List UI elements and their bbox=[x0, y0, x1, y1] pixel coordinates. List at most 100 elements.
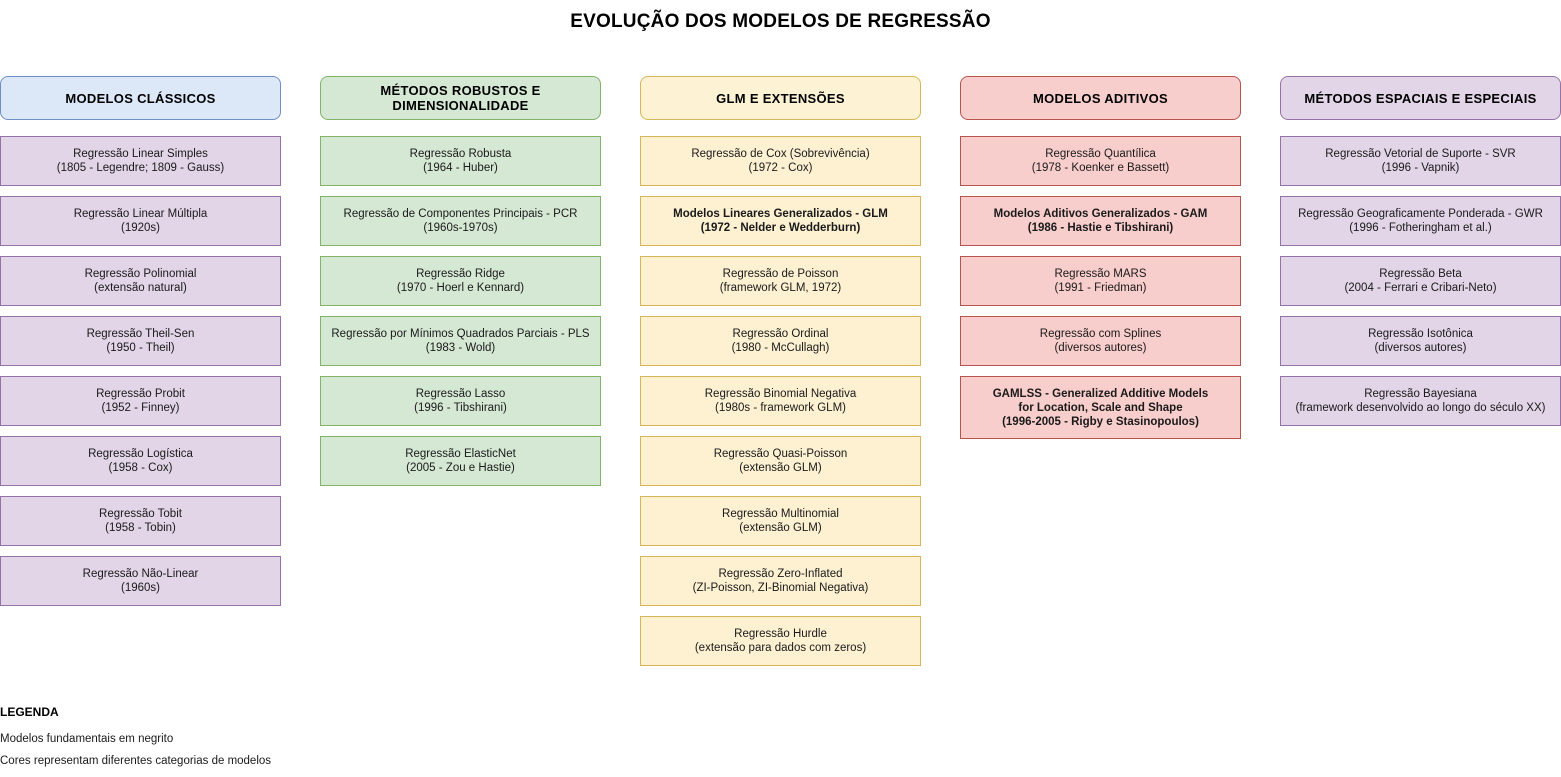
model-node-line: GAMLSS - Generalized Additive Models bbox=[992, 387, 1209, 400]
category-header[interactable]: MODELOS ADITIVOS bbox=[960, 76, 1241, 120]
category-header[interactable]: GLM E EXTENSÕES bbox=[640, 76, 921, 120]
model-node-line: (1996 - Tibshirani) bbox=[414, 402, 507, 414]
model-node-line: Regressão Isotônica bbox=[1368, 328, 1473, 340]
model-node-line: (1996-2005 - Rigby e Stasinopoulos) bbox=[1002, 415, 1199, 428]
model-node-line: Modelos Lineares Generalizados - GLM bbox=[673, 208, 888, 220]
model-node[interactable]: Regressão Quasi-Poisson(extensão GLM) bbox=[640, 436, 921, 486]
model-node[interactable]: Regressão Multinomial (extensão GLM) bbox=[640, 496, 921, 546]
model-node[interactable]: Regressão Beta(2004 - Ferrari e Cribari-… bbox=[1280, 256, 1561, 306]
model-node[interactable]: Regressão Probit(1952 - Finney) bbox=[0, 376, 281, 426]
model-node-line: (1970 - Hoerl e Kennard) bbox=[396, 282, 525, 294]
model-node-line: Regressão com Splines bbox=[1039, 328, 1162, 340]
model-node[interactable]: Regressão Theil-Sen (1950 - Theil) bbox=[0, 316, 281, 366]
model-node-line: (framework desenvolvido ao longo do sécu… bbox=[1295, 402, 1546, 414]
model-node-line: Regressão Linear Simples bbox=[73, 148, 208, 160]
model-node-line: Regressão Multinomial bbox=[722, 508, 839, 520]
model-node-line: Regressão Logística bbox=[88, 448, 193, 460]
model-node-line: (1958 - Tobin) bbox=[105, 522, 176, 534]
model-node-line: Regressão Tobit bbox=[99, 508, 182, 520]
model-node-line: (1986 - Hastie e Tibshirani) bbox=[1027, 222, 1174, 234]
page-title: EVOLUÇÃO DOS MODELOS DE REGRESSÃO bbox=[570, 11, 991, 32]
model-node-line: (1920s) bbox=[121, 222, 160, 234]
model-node-line: (1960s-1970s) bbox=[423, 222, 498, 234]
model-node-line: Regressão Zero-Inflated bbox=[718, 568, 843, 580]
model-node-line: Regressão Vetorial de Suporte - SVR bbox=[1325, 148, 1516, 160]
model-node[interactable]: Regressão Zero-Inflated(ZI-Poisson, ZI-B… bbox=[640, 556, 921, 606]
model-node[interactable]: Regressão Binomial Negativa(1980s - fram… bbox=[640, 376, 921, 426]
model-node[interactable]: Regressão Vetorial de Suporte - SVR(1996… bbox=[1280, 136, 1561, 186]
model-node[interactable]: Modelos Aditivos Generalizados - GAM (198… bbox=[960, 196, 1241, 246]
category-column-2: GLM E EXTENSÕES Regressão de Cox (Sobrevi… bbox=[640, 76, 921, 676]
model-node-line: (1983 - Wold) bbox=[425, 342, 496, 354]
model-node-line: Regressão Geograficamente Ponderada - GW… bbox=[1298, 208, 1543, 220]
legend-title: LEGENDA bbox=[0, 705, 59, 719]
model-node[interactable]: Regressão Tobit (1958 - Tobin) bbox=[0, 496, 281, 546]
model-node-line: (1980 - McCullagh) bbox=[731, 342, 830, 354]
model-node-line: (framework GLM, 1972) bbox=[719, 282, 842, 294]
model-node-line: (1964 - Huber) bbox=[423, 162, 498, 174]
legend-line-color-note: Cores representam diferentes categorias … bbox=[0, 755, 272, 767]
category-column-1: MÉTODOS ROBUSTOS E DIMENSIONALIDADE Regre… bbox=[320, 76, 601, 496]
model-node[interactable]: Regressão Lasso (1996 - Tibshirani) bbox=[320, 376, 601, 426]
category-header[interactable]: MODELOS CLÁSSICOS bbox=[0, 76, 281, 120]
model-node-line: Regressão Quantílica bbox=[1045, 148, 1156, 160]
model-node-line: Regressão Lasso bbox=[415, 388, 506, 400]
model-node-line: Regressão Binomial Negativa bbox=[704, 388, 857, 400]
model-node-line: Regressão por Mínimos Quadrados Parciais… bbox=[331, 328, 590, 340]
category-header[interactable]: MÉTODOS ROBUSTOS E DIMENSIONALIDADE bbox=[320, 76, 601, 120]
model-node-line: Regressão Ridge bbox=[416, 268, 505, 280]
model-node[interactable]: Regressão Quantílica (1978 - Koenker e Ba… bbox=[960, 136, 1241, 186]
category-column-0: MODELOS CLÁSSICOS Regressão Linear Simple… bbox=[0, 76, 281, 616]
model-node-line: Regressão Robusta bbox=[409, 148, 512, 160]
model-node[interactable]: Regressão Geograficamente Ponderada - GW… bbox=[1280, 196, 1561, 246]
model-node[interactable]: Regressão com Splines (diversos autores) bbox=[960, 316, 1241, 366]
model-node[interactable]: Regressão Logística (1958 - Cox) bbox=[0, 436, 281, 486]
model-node-line: Regressão Linear Múltipla bbox=[73, 208, 208, 220]
model-node[interactable]: Modelos Lineares Generalizados - GLM (197… bbox=[640, 196, 921, 246]
category-header[interactable]: MÉTODOS ESPACIAIS E ESPECIAIS bbox=[1280, 76, 1561, 120]
model-node-line: (diversos autores) bbox=[1054, 342, 1147, 354]
model-node-line: for Location, Scale and Shape bbox=[1018, 401, 1183, 414]
model-node-line: Regressão Probit bbox=[96, 388, 185, 400]
model-node[interactable]: Regressão Bayesiana (framework desenvolvi… bbox=[1280, 376, 1561, 426]
model-node[interactable]: Regressão Polinomial(extensão natural) bbox=[0, 256, 281, 306]
model-node[interactable]: Regressão Isotônica(diversos autores) bbox=[1280, 316, 1561, 366]
model-node[interactable]: Regressão Linear Simples(1805 - Legendre… bbox=[0, 136, 281, 186]
model-node[interactable]: Regressão Robusta (1964 - Huber) bbox=[320, 136, 601, 186]
diagram-board: MODELOS CLÁSSICOS Regressão Linear Simple… bbox=[0, 76, 1561, 676]
model-node-line: (1950 - Theil) bbox=[106, 342, 175, 354]
model-node-line: Regressão de Poisson bbox=[722, 268, 839, 280]
model-node[interactable]: Regressão ElasticNet(2005 - Zou e Hastie… bbox=[320, 436, 601, 486]
model-node[interactable]: Regressão Não-Linear (1960s) bbox=[0, 556, 281, 606]
legend-line-bold-note: Modelos fundamentais em negrito bbox=[0, 733, 174, 745]
model-node[interactable]: Regressão Hurdle (extensão para dados com… bbox=[640, 616, 921, 666]
model-node-line: Regressão Hurdle bbox=[734, 628, 827, 640]
model-node-line: (1972 - Nelder e Wedderburn) bbox=[700, 222, 861, 234]
model-node-line: Modelos Aditivos Generalizados - GAM bbox=[993, 208, 1208, 220]
model-node[interactable]: Regressão Ridge (1970 - Hoerl e Kennard) bbox=[320, 256, 601, 306]
model-node-line: Regressão MARS bbox=[1054, 268, 1147, 280]
model-node[interactable]: Regressão de Componentes Principais - PC… bbox=[320, 196, 601, 246]
model-node-line: Regressão Theil-Sen bbox=[86, 328, 195, 340]
model-node[interactable]: Regressão por Mínimos Quadrados Parciais… bbox=[320, 316, 601, 366]
model-node-line: (extensão GLM) bbox=[739, 522, 822, 534]
model-node[interactable]: Regressão Linear Múltipla (1920s) bbox=[0, 196, 281, 246]
model-node[interactable]: Regressão Ordinal(1980 - McCullagh) bbox=[640, 316, 921, 366]
model-node-line: Regressão Bayesiana bbox=[1364, 388, 1477, 400]
category-column-3: MODELOS ADITIVOS Regressão Quantílica (197… bbox=[960, 76, 1241, 449]
model-node[interactable]: Regressão de Poisson (framework GLM, 1972… bbox=[640, 256, 921, 306]
model-node-line: Regressão Beta bbox=[1379, 268, 1462, 280]
model-node-line: Regressão de Cox (Sobrevivência) bbox=[691, 148, 870, 160]
model-node-line: Regressão Polinomial bbox=[84, 268, 197, 280]
model-node-line: (1958 - Cox) bbox=[108, 462, 173, 474]
model-node-line: (1972 - Cox) bbox=[748, 162, 813, 174]
model-node-line: (1978 - Koenker e Bassett) bbox=[1031, 162, 1170, 174]
model-node[interactable]: Regressão MARS(1991 - Friedman) bbox=[960, 256, 1241, 306]
legend: LEGENDA Modelos fundamentais em negrito … bbox=[0, 705, 600, 777]
model-node-line: (1960s) bbox=[121, 582, 160, 594]
model-node-line: (extensão para dados com zeros) bbox=[694, 642, 867, 654]
model-node-line: Regressão Não-Linear bbox=[82, 568, 199, 580]
model-node[interactable]: Regressão de Cox (Sobrevivência) (1972 - … bbox=[640, 136, 921, 186]
model-node-line: (1996 - Fotheringham et al.) bbox=[1349, 222, 1492, 234]
